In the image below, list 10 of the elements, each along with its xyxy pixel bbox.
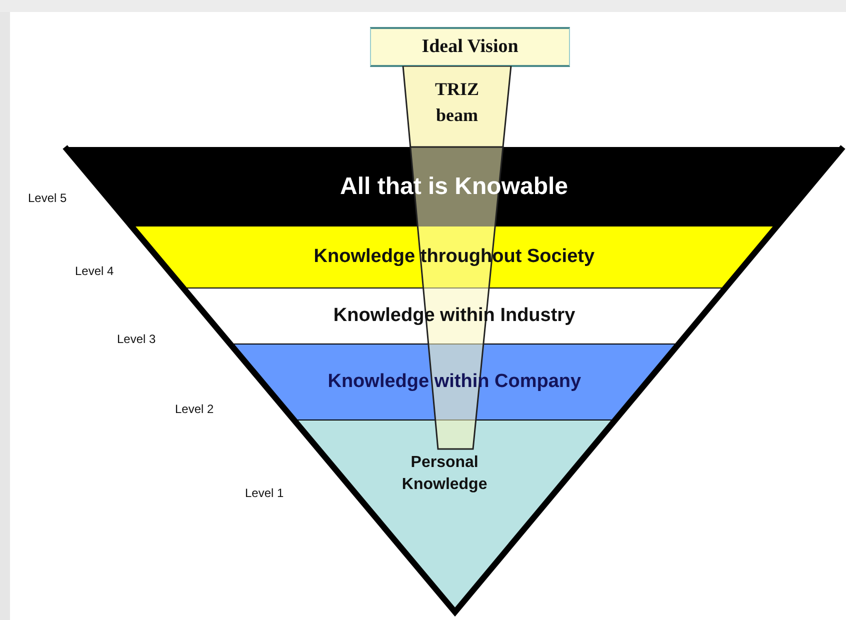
title-box bbox=[370, 27, 570, 67]
level-label: Level 5 bbox=[28, 191, 67, 205]
level-label: Level 1 bbox=[245, 486, 284, 500]
band-label: All that is Knowable bbox=[338, 172, 570, 202]
level-label: Level 3 bbox=[117, 332, 156, 346]
level-label: Level 2 bbox=[175, 402, 214, 416]
box-label: Ideal Vision bbox=[420, 36, 520, 58]
band-label: Personal Knowledge bbox=[400, 453, 488, 496]
level-label: Level 4 bbox=[75, 264, 114, 278]
beam-label: TRIZ beam bbox=[434, 78, 480, 128]
